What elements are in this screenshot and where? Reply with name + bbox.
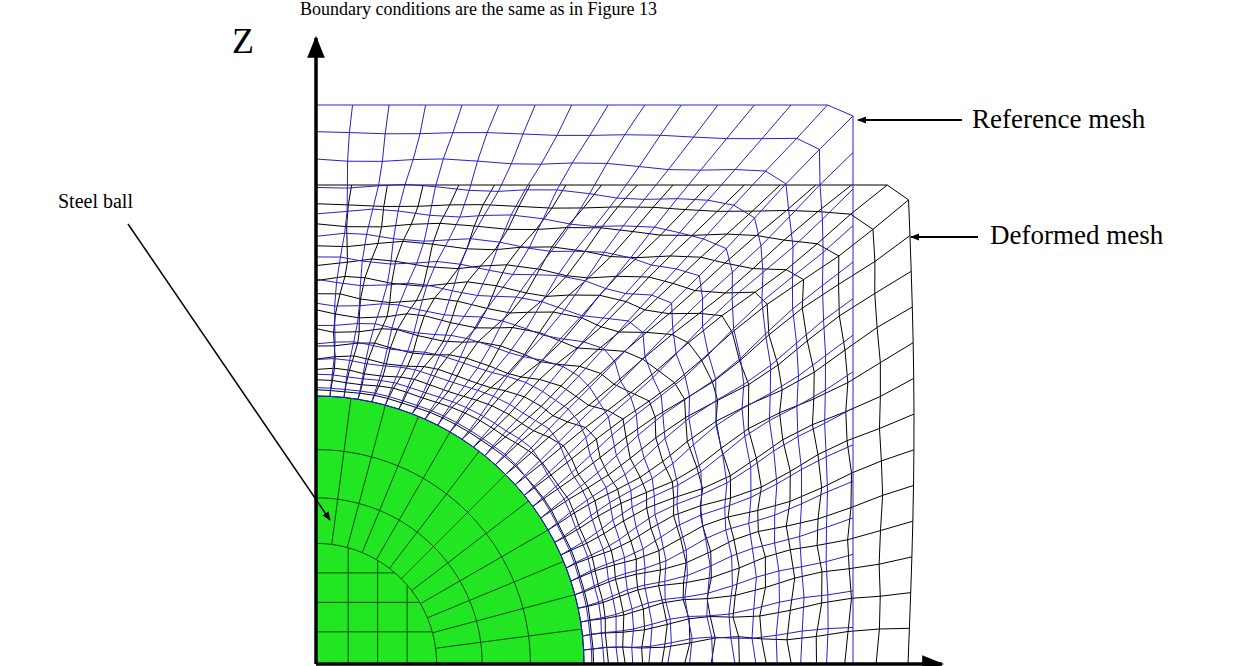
ball-fill bbox=[316, 396, 584, 664]
mesh-line bbox=[412, 105, 572, 414]
mesh-line bbox=[316, 356, 645, 664]
z-axis bbox=[314, 38, 318, 664]
mesh-line bbox=[316, 324, 652, 664]
leader-arrow bbox=[128, 224, 330, 520]
mesh-line bbox=[358, 185, 423, 399]
leader-arrow bbox=[858, 119, 962, 121]
axis-label: Z bbox=[232, 22, 254, 62]
mesh-line bbox=[316, 303, 671, 664]
ball-mesh-line bbox=[347, 405, 385, 547]
mesh-line bbox=[385, 105, 498, 405]
ball-mesh-line bbox=[436, 629, 582, 648]
mesh-line bbox=[316, 396, 584, 664]
ball-mesh-line bbox=[332, 398, 351, 544]
mesh-line bbox=[495, 105, 827, 465]
mesh-line bbox=[316, 396, 584, 664]
mesh-line bbox=[344, 105, 389, 397]
mesh-line bbox=[316, 343, 667, 664]
steel-ball bbox=[316, 396, 584, 664]
mesh-line bbox=[561, 378, 914, 555]
mesh-line bbox=[358, 105, 426, 399]
leader-arrow bbox=[911, 236, 978, 238]
mesh-line bbox=[372, 105, 462, 402]
ball-mesh-line bbox=[389, 451, 479, 568]
mesh-line bbox=[515, 153, 853, 485]
mesh-line bbox=[316, 209, 756, 664]
mesh-line bbox=[566, 408, 853, 568]
mesh-line bbox=[316, 359, 618, 664]
mesh-line bbox=[438, 105, 645, 425]
mesh-line bbox=[316, 257, 713, 664]
callout-label: Deformed mesh bbox=[990, 221, 1163, 251]
mesh-line bbox=[316, 368, 625, 664]
mesh-line bbox=[485, 105, 791, 456]
mesh-line bbox=[316, 276, 766, 664]
mesh-line bbox=[561, 372, 853, 555]
ball-mesh-line bbox=[432, 595, 574, 633]
mesh-line bbox=[555, 343, 913, 543]
mesh-line bbox=[316, 241, 822, 664]
callout-label: Steel ball bbox=[58, 190, 133, 212]
ball-mesh-line bbox=[377, 560, 378, 664]
mesh-line bbox=[533, 226, 853, 507]
mesh-line bbox=[316, 184, 779, 664]
ball-mesh-line bbox=[412, 501, 529, 591]
mesh-line bbox=[474, 105, 755, 447]
mesh-line bbox=[316, 388, 592, 664]
mesh-line bbox=[316, 105, 853, 664]
mesh-line bbox=[316, 223, 852, 664]
mesh-line bbox=[316, 380, 608, 664]
mesh-line bbox=[450, 105, 681, 432]
note-text: Boundary conditions are the same as in F… bbox=[300, 0, 657, 20]
mesh-line bbox=[316, 132, 828, 664]
mesh-line bbox=[316, 279, 692, 664]
ball-mesh-line bbox=[316, 450, 530, 664]
mesh-line bbox=[316, 342, 634, 664]
ball-mesh-line bbox=[316, 572, 395, 573]
mesh-line bbox=[316, 374, 604, 664]
mesh-line bbox=[330, 105, 353, 396]
ball-mesh-line bbox=[362, 416, 418, 552]
reference-mesh bbox=[316, 105, 853, 664]
r-axis bbox=[316, 662, 942, 666]
ball-mesh-line bbox=[376, 432, 450, 560]
mesh-line bbox=[425, 105, 608, 419]
mesh-line bbox=[316, 310, 715, 664]
mesh-line bbox=[316, 233, 735, 664]
mesh-line bbox=[578, 518, 853, 608]
mesh-line bbox=[316, 259, 795, 664]
callout-label: Reference mesh bbox=[972, 105, 1145, 135]
mesh-line bbox=[515, 185, 887, 485]
mesh-line bbox=[583, 591, 853, 636]
mesh-line bbox=[571, 445, 853, 581]
ball-mesh-line bbox=[427, 561, 563, 617]
mesh-line bbox=[548, 299, 853, 530]
mesh-line bbox=[316, 159, 804, 664]
ball-mesh-line bbox=[316, 631, 432, 632]
ball-mesh-line bbox=[348, 548, 349, 664]
ball-mesh-line bbox=[407, 585, 408, 664]
mesh-line bbox=[581, 554, 853, 622]
mesh-line bbox=[555, 335, 853, 542]
mesh-line bbox=[316, 329, 690, 664]
mesh-line bbox=[485, 185, 780, 456]
ball-mesh-line bbox=[316, 602, 420, 603]
mesh-line bbox=[474, 185, 745, 447]
